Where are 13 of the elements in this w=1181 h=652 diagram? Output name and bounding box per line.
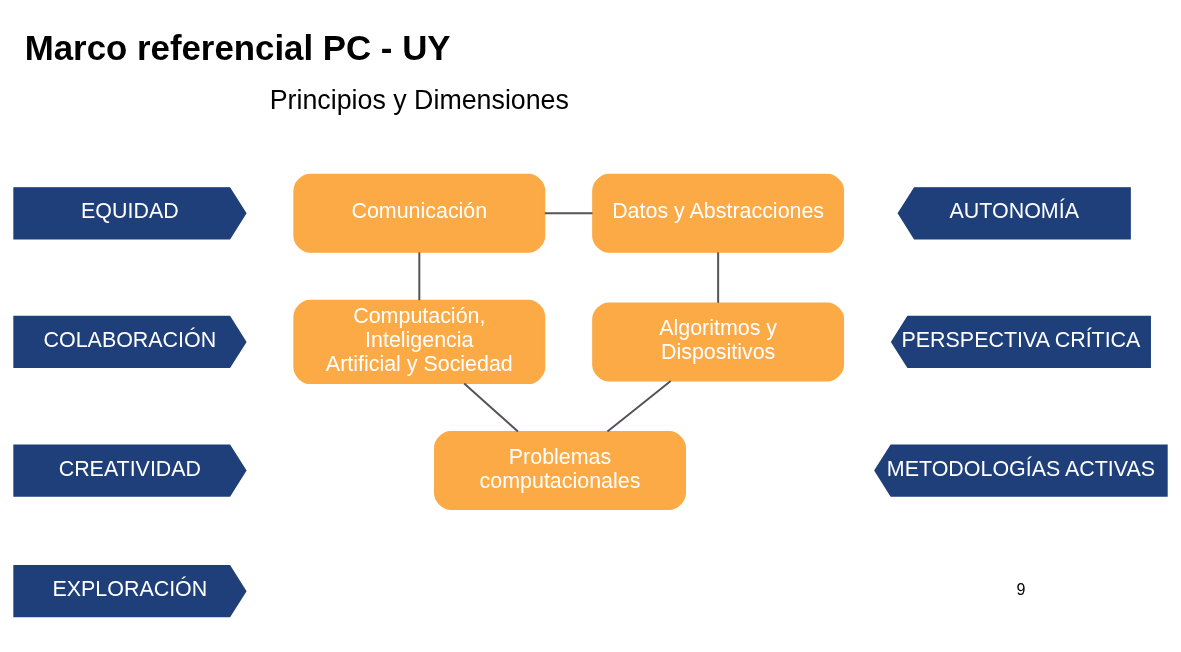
node-box: Comunicación — [293, 173, 546, 253]
connector — [717, 251, 720, 303]
connector — [606, 379, 672, 432]
node-box: Datos y Abstracciones — [592, 173, 845, 253]
label: 9 — [1016, 579, 1026, 598]
node-box: Algoritmos y Dispositivos — [592, 301, 845, 381]
node-box: Computación, Inteligencia Artificial y Sociedad — [293, 299, 546, 384]
label: Principios y Dimensiones — [269, 84, 569, 115]
node-box: Problemas computacionales — [434, 430, 686, 510]
connector — [544, 211, 593, 214]
connector — [463, 382, 519, 432]
connector — [418, 251, 421, 300]
diagram-title: Marco referencial PC - UY — [24, 27, 451, 67]
